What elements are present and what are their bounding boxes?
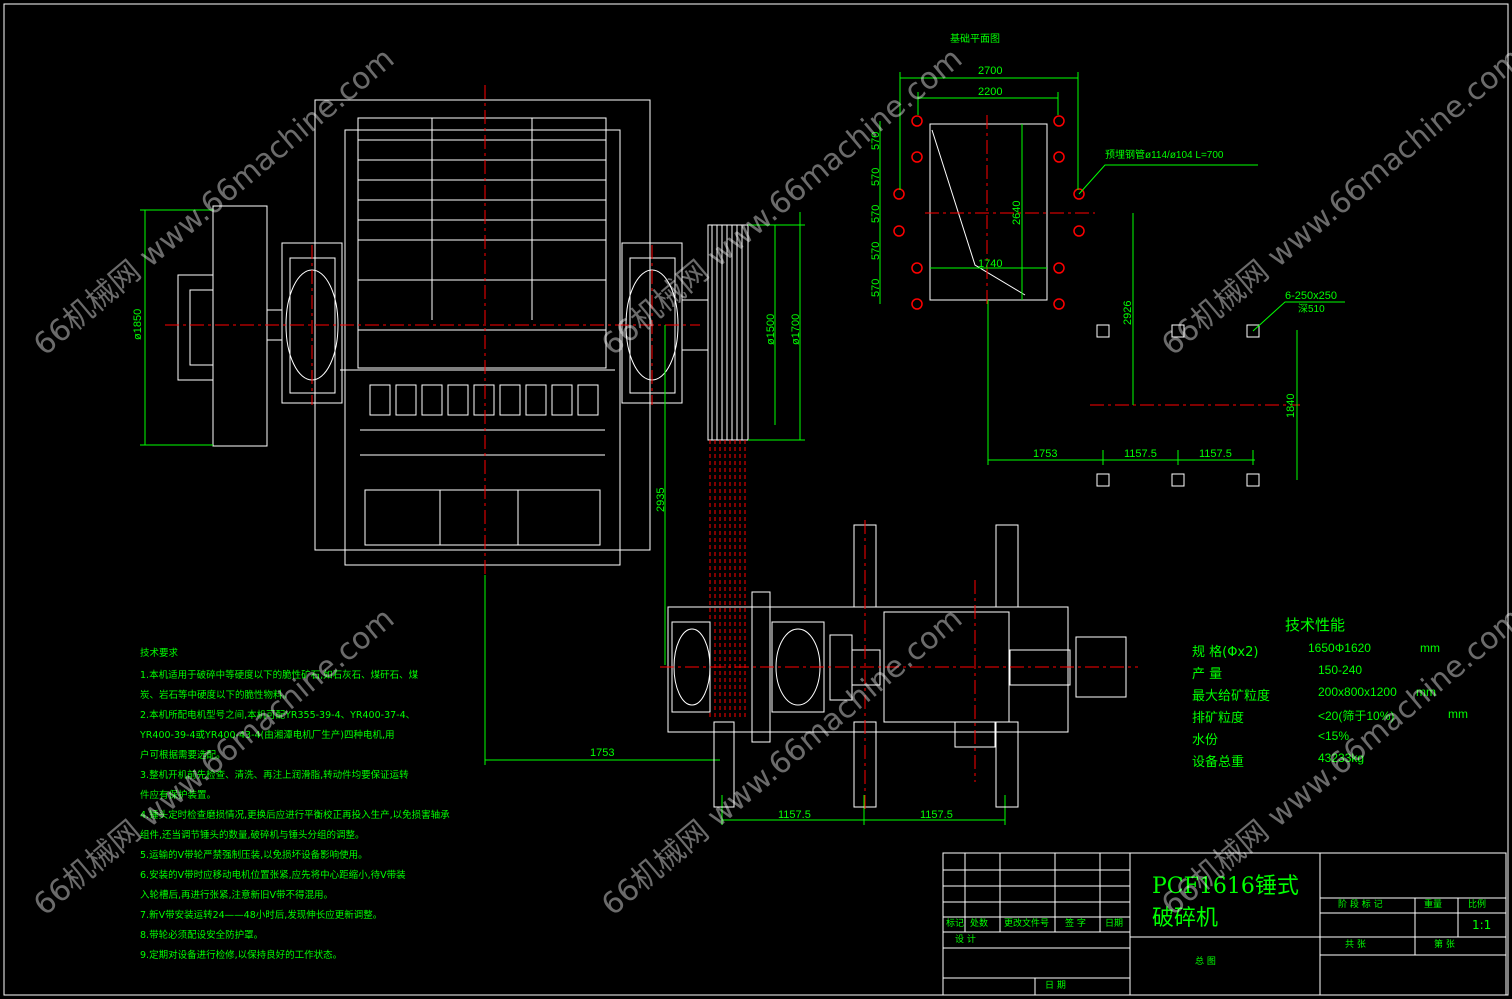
- drawing-title-line1: PCF1616锤式: [1152, 874, 1299, 899]
- spec-value: <15%: [1318, 729, 1350, 743]
- specs-title: 技术性能: [1285, 616, 1346, 634]
- dim-2700: 2700: [978, 65, 1003, 77]
- rev-col-docno: 更改文件号: [1004, 919, 1050, 929]
- note-line: 件应有保护装置。: [140, 790, 217, 801]
- dim-1157-plan-b: 1157.5: [1199, 448, 1232, 460]
- dim-1157-a: 1157.5: [778, 809, 811, 821]
- drawing-subtitle: 总 图: [1195, 957, 1216, 967]
- note-line: 5.运输的V带轮严禁强制压装,以免损坏设备影响使用。: [140, 850, 368, 861]
- spec-row: 产 量 150-240: [1190, 663, 1490, 685]
- sheets-total: 共 张: [1345, 940, 1366, 950]
- dim-570-3: 570: [870, 204, 882, 223]
- technical-notes: 技术要求 1.本机适用于破碎中等硬度以下的脆性矿石,如石灰石、煤矸石、煤 炭、岩…: [140, 645, 500, 967]
- spec-value: 200x800x1200: [1318, 685, 1397, 699]
- bolt-spec-label: 预埋钢管ø114/ø104 L=700: [1105, 150, 1224, 161]
- note-line: 7.新V带安装运转24——48小时后,发现伸长应更新调整。: [140, 910, 383, 921]
- note-line: 炭、岩石等中硬度以下的脆性物料。: [140, 690, 293, 701]
- note-line: 组件,还当调节锤头的数量,破碎机与锤头分组的调整。: [140, 830, 365, 841]
- rev-col-sign: 签 字: [1065, 919, 1086, 929]
- note-line: 1.本机适用于破碎中等硬度以下的脆性矿石,如石灰石、煤矸石、煤: [140, 670, 419, 681]
- dim-2935: 2935: [655, 487, 667, 512]
- spec-label: 水份: [1192, 733, 1219, 748]
- scale-value: 1:1: [1472, 918, 1492, 932]
- date-label: 日 期: [1045, 981, 1066, 991]
- rev-col-date: 日期: [1105, 919, 1124, 929]
- note-line: YR400-39-4或YR400-43-4(由湘潭电机厂生产)四种电机,用: [140, 730, 395, 741]
- dim-2200: 2200: [978, 86, 1003, 98]
- foundation-plan: [929, 123, 1260, 487]
- dim-1753-plan: 1753: [1033, 448, 1058, 460]
- dim-570-2: 570: [870, 167, 882, 186]
- note-line: 6.安装的V带时应移动电机位置张紧,应先将中心距缩小,待V带装: [140, 870, 406, 881]
- design-label: 设 计: [955, 935, 976, 945]
- dim-flywheel-dia: ø1850: [132, 308, 144, 340]
- motor-base-centerlines: [660, 520, 1138, 810]
- drawing-title-line2: 破碎机: [1152, 906, 1219, 931]
- hole-depth-label: 深510: [1298, 304, 1325, 315]
- note-line: 8.带轮必须配设安全防护罩。: [140, 930, 264, 941]
- front-dims: [140, 209, 1006, 825]
- spec-unit: mm: [1448, 707, 1468, 721]
- note-line: 户可根据需要选配。: [140, 750, 226, 761]
- spec-value: 1650Φ1620: [1308, 641, 1371, 655]
- motor-base-view: [667, 524, 1127, 808]
- front-view-centerlines: [165, 85, 700, 575]
- dim-570-1: 570: [870, 131, 882, 150]
- scale-header: 比例: [1468, 900, 1487, 910]
- note-line: 9.定期对设备进行检修,以保持良好的工作状态。: [140, 950, 343, 961]
- dim-1157-plan-a: 1157.5: [1124, 448, 1157, 460]
- rev-col-mark: 标记: [946, 919, 965, 929]
- spec-label: 设备总重: [1192, 755, 1245, 770]
- spec-label: 规 格(Φx2): [1192, 645, 1259, 660]
- spec-row: 最大给矿粒度 200x800x1200 mm: [1190, 685, 1490, 707]
- spec-unit: mm: [1420, 641, 1440, 655]
- hole-spec-label: 6-250x250: [1285, 290, 1337, 302]
- foundation-plan-title: 基础平面图: [950, 34, 1000, 45]
- note-line: 4.锤头定时检查磨损情况,更换后应进行平衡校正再投入生产,以免损害轴承: [140, 810, 450, 821]
- dim-1753-bottom: 1753: [590, 747, 615, 759]
- spec-label: 排矿粒度: [1192, 711, 1245, 726]
- foundation-centerlines: [925, 115, 1300, 406]
- title-block-frame: [942, 852, 1507, 996]
- foundation-dims: [879, 72, 1345, 480]
- spec-label: 产 量: [1192, 667, 1223, 682]
- spec-unit: mm: [1416, 685, 1436, 699]
- technical-specs: 技术性能 规 格(Φx2) 1650Φ1620 mm 产 量 150-240 最…: [1190, 614, 1490, 773]
- note-line: 3.整机开机前先检查、清洗、再注上润滑脂,转动件均要保证运转: [140, 770, 409, 781]
- dim-1740: 1740: [978, 258, 1003, 270]
- weight-header: 重量: [1424, 900, 1443, 910]
- spec-value: <20(筛于10%): [1318, 709, 1395, 723]
- note-line: 入轮槽后,再进行张紧,注意新旧V带不得混用。: [140, 890, 334, 901]
- rev-col-count: 处数: [970, 919, 989, 929]
- drawing-frame: [3, 3, 1509, 996]
- dim-2640: 2640: [1011, 200, 1023, 225]
- dim-1840: 1840: [1285, 393, 1297, 418]
- spec-row: 排矿粒度 <20(筛于10%) mm: [1190, 707, 1490, 729]
- v-belts: [709, 440, 746, 720]
- spec-row: 规 格(Φx2) 1650Φ1620 mm: [1190, 641, 1490, 663]
- sheet-number: 第 张: [1434, 940, 1455, 950]
- spec-value: 150-240: [1318, 663, 1363, 677]
- dim-1157-b: 1157.5: [920, 809, 953, 821]
- spec-label: 最大给矿粒度: [1192, 689, 1271, 704]
- note-line: 2.本机所配电机型号之间,本机可配YR355-39-4、YR400-37-4、: [140, 710, 416, 721]
- stage-mark-header: 阶 段 标 记: [1338, 900, 1383, 910]
- dim-2926: 2926: [1122, 300, 1134, 325]
- dim-570-5: 570: [870, 278, 882, 297]
- dim-pulley-1500: ø1500: [765, 313, 777, 345]
- dim-pulley-1700: ø1700: [790, 313, 802, 345]
- spec-row: 设备总重 43233kg: [1190, 751, 1490, 773]
- dim-570-4: 570: [870, 241, 882, 260]
- notes-title: 技术要求: [140, 648, 179, 659]
- foundation-bolts: [893, 115, 1085, 310]
- spec-value: 43233kg: [1318, 751, 1365, 765]
- spec-row: 水份 <15%: [1190, 729, 1490, 751]
